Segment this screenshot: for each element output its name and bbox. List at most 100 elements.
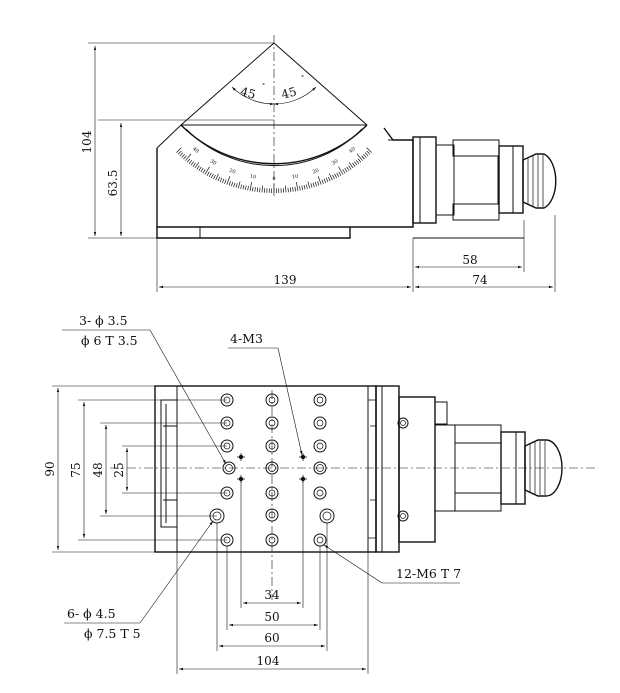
horizontal-dimensions-bottom: 34 50 60 104 [176, 479, 369, 674]
scale-tick [231, 181, 234, 187]
scale-tick [244, 185, 247, 191]
scale-tick [321, 179, 324, 184]
scale-tick [352, 162, 356, 167]
scale-tick [348, 165, 352, 170]
scale-tick [183, 155, 187, 160]
scale-tick [192, 162, 196, 167]
scale-tick [292, 187, 294, 192]
scale-tick [186, 158, 191, 163]
scale-tick [285, 185, 287, 193]
scale-tick [327, 176, 331, 182]
scale-tick [235, 183, 238, 188]
scale-tick [196, 165, 200, 170]
scale-tick [208, 172, 212, 178]
scale-tick [364, 152, 369, 157]
center-lines [110, 390, 595, 600]
scale-tick [206, 171, 210, 176]
scale-tick [344, 168, 348, 173]
scale-tick [357, 158, 362, 163]
scale-tick [221, 178, 225, 184]
scale-tick [342, 169, 346, 174]
scale-tick [332, 174, 335, 180]
hole-m6 [313, 416, 327, 430]
dim-height-48: 48 [91, 462, 105, 477]
scale-tick [190, 161, 194, 166]
hole-counterbore [265, 461, 279, 475]
angle-right-label: 45 [280, 84, 298, 101]
hole-m6 [265, 533, 279, 547]
scale-tick [334, 173, 337, 179]
scale-tick [289, 187, 292, 193]
scale-tick [314, 181, 317, 187]
degree-scale-ticks [176, 147, 372, 193]
callout-m3: 4-M3 [230, 331, 263, 346]
scale-tick [213, 174, 216, 180]
scale-tick [338, 171, 342, 176]
goniometer-body [156, 124, 414, 239]
screw-icon [397, 417, 409, 429]
scale-tick [346, 166, 350, 171]
scale-tick [198, 166, 202, 171]
rotating-sector: 40 30 20 10 0 10 20 30 40 [98, 35, 372, 196]
scale-tick [240, 184, 243, 189]
dim-height-25: 25 [112, 462, 126, 477]
scale-tick [185, 153, 192, 161]
scale-tick [215, 173, 219, 181]
scale-tick [301, 185, 304, 191]
hole-m6 [313, 393, 327, 407]
scale-tick [188, 159, 193, 164]
scale-tick [202, 169, 206, 174]
hole-m6 [265, 486, 279, 500]
angle-left-degree: ° [262, 83, 265, 90]
stage-outline [154, 385, 377, 553]
hole-m6 [313, 439, 327, 453]
hole-m6 [265, 508, 279, 522]
scale-tick [200, 168, 204, 173]
callout-mount-line1: 6- ϕ 4.5 [67, 606, 116, 621]
scale-tick [336, 172, 340, 178]
scale-tick [296, 181, 299, 191]
scale-number: 0 [272, 176, 275, 182]
scale-number: 10 [249, 174, 256, 181]
horizontal-dimensions-top: 139 58 74 [156, 215, 556, 292]
dim-104: 104 [257, 654, 280, 668]
hole-m6 [265, 416, 279, 430]
scale-number: 30 [331, 158, 340, 166]
dim-motor-total: 74 [472, 273, 488, 287]
scale-tick [237, 181, 241, 189]
hole-m6 [265, 393, 279, 407]
dim-total-height: 104 [80, 130, 94, 153]
scale-tick [323, 178, 327, 184]
scale-tick [228, 181, 231, 186]
scale-tick [176, 147, 182, 153]
hole-m6 [313, 533, 327, 547]
scale-tick [366, 147, 372, 153]
scale-tick [312, 182, 315, 188]
scale-tick [242, 185, 245, 190]
scale-tick [247, 185, 249, 191]
scale-tick [252, 186, 254, 192]
scale-tick [181, 153, 185, 158]
hole-counterbore [313, 461, 327, 475]
scale-tick [356, 153, 363, 161]
angle-dimension: 45 ° 45 ° [231, 75, 317, 106]
callout-m6: 12-M6 T 7 [396, 566, 461, 581]
scale-tick [256, 187, 259, 193]
scale-tick [307, 181, 311, 189]
screw-icon [397, 510, 409, 522]
scale-tick [224, 179, 227, 184]
scale-tick [194, 162, 200, 169]
scale-tick [348, 162, 354, 169]
dim-50: 50 [264, 610, 279, 624]
scale-tick [177, 150, 182, 155]
hole-m6 [265, 439, 279, 453]
callout-mount-line2: ϕ 7.5 T 5 [84, 626, 141, 641]
degree-scale-numbers: 40 30 20 10 0 10 20 30 40 [191, 146, 357, 182]
hole-mount [319, 508, 335, 524]
hole-counterbore [222, 461, 236, 475]
scale-tick [303, 185, 306, 190]
angle-right-degree: ° [301, 75, 304, 82]
motor-assembly [412, 136, 557, 239]
scale-tick [366, 150, 371, 155]
top-view: 40 30 20 10 0 10 20 30 40 45 ° 45 ° [80, 35, 557, 292]
